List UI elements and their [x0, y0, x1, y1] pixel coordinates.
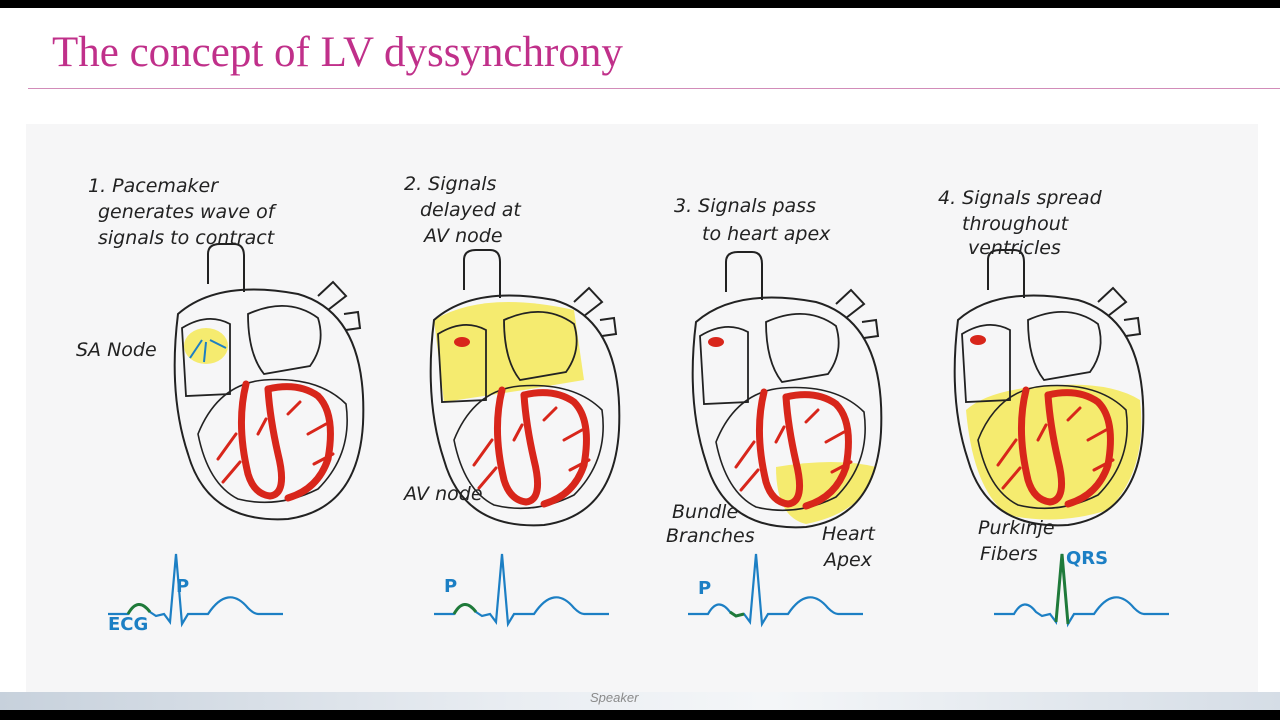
step-4: 4. Signals spread throughout ventricles … — [938, 187, 1171, 626]
step-3-caption-line-1: 3. Signals pass — [674, 195, 816, 217]
bundle-label: Bundle — [672, 501, 738, 523]
heart-illustration-1 — [173, 243, 365, 521]
step-3: 3. Signals pass to heart apex Bundle Bra… — [666, 195, 883, 626]
fibers-label: Fibers — [980, 543, 1038, 565]
ecg-trace-4 — [992, 552, 1171, 626]
conduction-diagram: 1. Pacemaker generates wave of signals t… — [26, 124, 1258, 692]
bottom-toolbar-strip — [0, 692, 1280, 710]
step-1-caption-line-2: generates wave of — [98, 201, 278, 223]
step-1-caption-line-1: 1. Pacemaker — [88, 175, 219, 197]
ecg-trace-2 — [432, 552, 611, 626]
step-2: 2. Signals delayed at AV node AV node P — [402, 173, 621, 626]
step-4-caption-line-1: 4. Signals spread — [938, 187, 1103, 209]
heart-illustration-2 — [429, 249, 621, 527]
heart-label: Heart — [822, 523, 876, 545]
branches-label: Branches — [666, 525, 755, 547]
p-wave-label-2: P — [444, 576, 457, 597]
ecg-trace-1 — [106, 552, 285, 626]
qrs-label: QRS — [1066, 548, 1108, 569]
p-wave-label-3: P — [698, 578, 711, 599]
ecg-label: ECG — [108, 614, 148, 635]
slide-title: The concept of LV dyssynchrony — [52, 29, 623, 76]
heart-illustration-4 — [953, 249, 1145, 527]
step-2-caption-line-1: 2. Signals — [404, 173, 497, 195]
top-black-bar — [0, 0, 1280, 8]
step-2-caption-line-3: AV node — [422, 225, 503, 247]
purkinje-label: Purkinje — [978, 517, 1055, 539]
ecg-trace-3 — [686, 552, 865, 626]
step-1: 1. Pacemaker generates wave of signals t… — [76, 175, 365, 635]
step-1-caption-line-3: signals to contract — [98, 227, 276, 249]
step-4-caption-line-2: throughout — [962, 213, 1070, 235]
apex-label: Apex — [822, 549, 873, 571]
step-4-caption-line-3: ventricles — [968, 237, 1061, 259]
speaker-label: Speaker — [590, 690, 639, 705]
step-2-caption-line-2: delayed at — [420, 199, 522, 221]
bottom-black-bar — [0, 710, 1280, 720]
av-node-label: AV node — [402, 483, 483, 505]
sa-node-label: SA Node — [76, 339, 157, 361]
step-3-caption-line-2: to heart apex — [702, 223, 831, 245]
heart-illustration-3 — [691, 251, 883, 529]
title-divider — [28, 88, 1280, 89]
p-wave-label-1: P — [176, 576, 189, 597]
